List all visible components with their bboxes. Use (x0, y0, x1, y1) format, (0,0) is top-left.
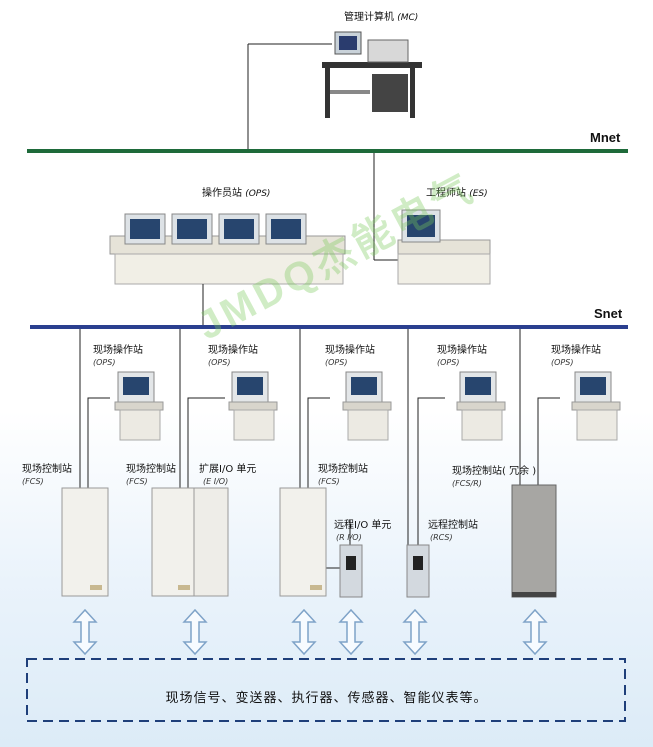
mc-label-text: 管理计算机 (344, 12, 394, 23)
double-arrow-icon (338, 608, 364, 656)
fcs-cabinet-3 (279, 487, 327, 597)
mc-label: 管理计算机 (MC) (344, 12, 418, 24)
double-arrow-icon (291, 608, 317, 656)
mc-computer (247, 31, 422, 149)
mnet-bus (27, 149, 628, 153)
field-ops-abbr-3: (OPS) (325, 358, 348, 367)
field-ops-abbr-4: (OPS) (437, 358, 460, 367)
es-station (373, 153, 491, 285)
fcsr-label: 现场控制站( 冗余 ) (452, 466, 537, 477)
eio-abbr: (E I/O) (203, 477, 229, 486)
field-signals-box (26, 658, 626, 722)
rio-unit (339, 544, 363, 598)
fcs-abbr-2: (FCS) (126, 477, 148, 486)
field-ops-console-2 (228, 371, 278, 441)
snet-bus (30, 325, 628, 329)
field-ops-label-3: 现场操作站 (325, 345, 375, 356)
field-ops-label-1: 现场操作站 (93, 345, 143, 356)
fcs-abbr-3: (FCS) (318, 477, 340, 486)
double-arrow-icon (72, 608, 98, 656)
field-ops-console-3 (342, 371, 392, 441)
rcs-label: 远程控制站 (428, 520, 478, 531)
field-ops-abbr-2: (OPS) (208, 358, 231, 367)
rio-label: 远程I/O 单元 (334, 520, 392, 531)
fcs-label-2: 现场控制站 (126, 464, 176, 475)
field-ops-abbr-5: (OPS) (551, 358, 574, 367)
rcs-unit (406, 544, 430, 598)
fcsr-cabinet (511, 484, 557, 598)
fcsr-abbr: (FCS/R) (452, 479, 482, 488)
field-signals-text: 现场信号、变送器、执行器、传感器、智能仪表等。 (165, 691, 488, 706)
fcs-eio-cabinets (151, 487, 229, 597)
es-label-text: 工程师站 (426, 188, 466, 199)
mc-abbr: (MC) (397, 13, 419, 23)
field-ops-console-4 (456, 371, 506, 441)
snet-drops (79, 329, 560, 578)
ops-abbr: (OPS) (245, 189, 271, 199)
double-arrow-icon (182, 608, 208, 656)
es-abbr: (ES) (469, 189, 488, 199)
ops-console-bank (109, 213, 346, 325)
ops-label: 操作员站 (OPS) (202, 188, 270, 200)
field-ops-abbr-1: (OPS) (93, 358, 116, 367)
field-ops-label-5: 现场操作站 (551, 345, 601, 356)
rcs-abbr: (RCS) (430, 533, 453, 542)
double-arrow-icon (402, 608, 428, 656)
rio-abbr: (R I/O) (336, 533, 362, 542)
field-ops-label-4: 现场操作站 (437, 345, 487, 356)
mnet-label: Mnet (590, 130, 621, 145)
ops-label-text: 操作员站 (202, 188, 242, 199)
fcs-label-1: 现场控制站 (22, 464, 72, 475)
double-arrow-icon (522, 608, 548, 656)
fcs-abbr-1: (FCS) (22, 477, 44, 486)
fcs-cabinet-1 (61, 487, 109, 597)
eio-label: 扩展I/O 单元 (199, 464, 257, 475)
field-ops-console-1 (114, 371, 164, 441)
snet-label: Snet (594, 306, 623, 321)
field-ops-label-2: 现场操作站 (208, 345, 258, 356)
io-arrows (72, 608, 548, 656)
es-label: 工程师站 (ES) (426, 188, 488, 200)
field-ops-console-5 (571, 371, 621, 441)
fcs-label-3: 现场控制站 (318, 464, 368, 475)
